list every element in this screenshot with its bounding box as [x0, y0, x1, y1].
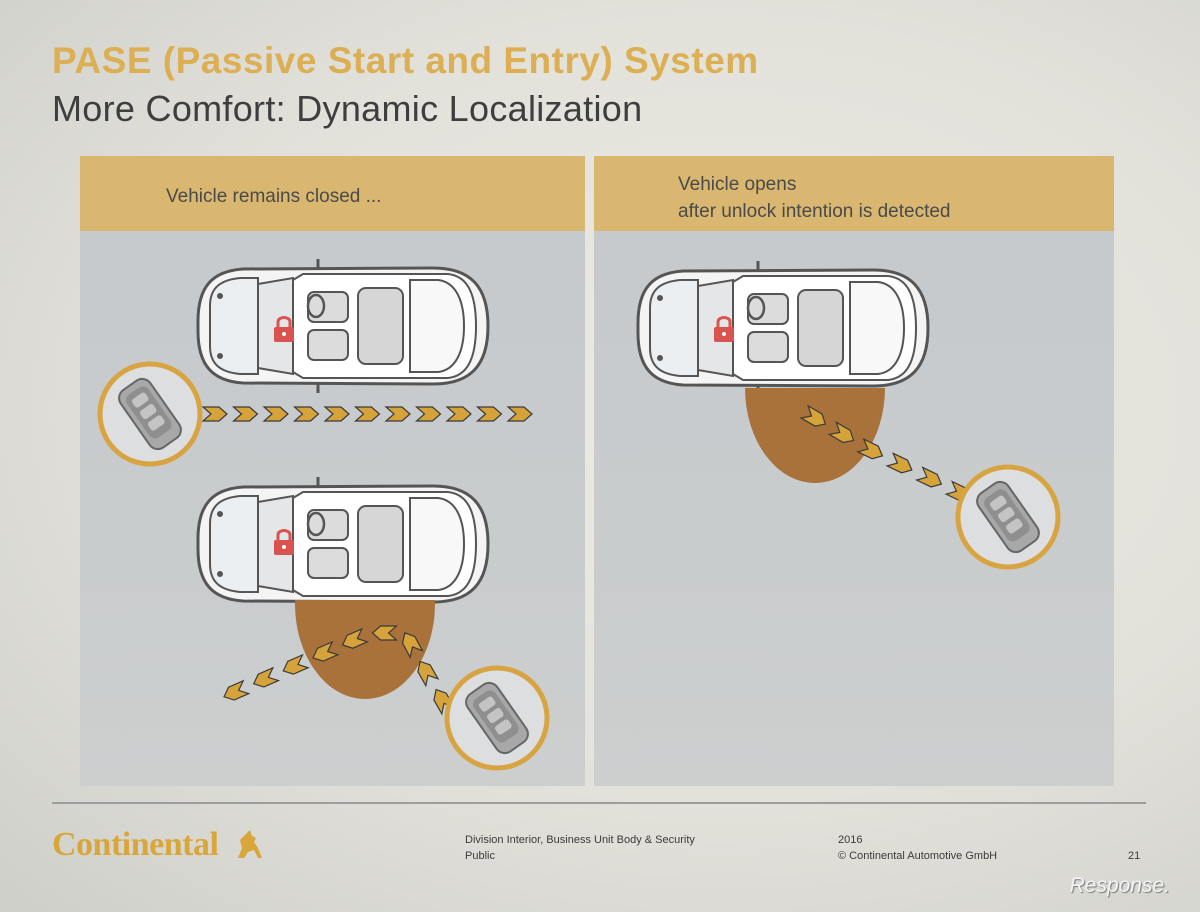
chevron-arrow [414, 406, 442, 422]
chevron-arrow [282, 653, 310, 675]
left-panel-header-text: Vehicle remains closed ... [166, 186, 382, 207]
chevron-arrow [341, 627, 370, 649]
chevron-arrow [262, 406, 289, 422]
car-key-fob-icon [100, 364, 200, 464]
chevron-arrow [401, 632, 424, 659]
chevron-arrow [201, 406, 228, 422]
chevron-arrow [856, 437, 884, 460]
chevron-arrow [371, 625, 399, 641]
chevron-arrow [885, 452, 913, 474]
response-watermark: Response. [1069, 874, 1170, 897]
continental-logo: Continental [52, 826, 219, 863]
chevron-arrow [384, 406, 411, 422]
continental-horse-logo-icon [238, 830, 262, 858]
right-panel-header-line2: after unlock intention is detected [678, 201, 951, 222]
chevron-arrow [252, 666, 281, 688]
chevron-arrow [445, 406, 472, 422]
chevron-arrow [433, 688, 456, 716]
chevron-arrow [231, 406, 259, 422]
chevron-arrow [292, 406, 320, 422]
slide-subtitle: More Comfort: Dynamic Localization [52, 88, 643, 129]
car-key-fob-icon [447, 668, 547, 768]
footer-page-number: 21 [1128, 850, 1141, 862]
footer-divider [52, 802, 1146, 804]
detection-zone-right [745, 388, 885, 483]
car-top-view-left-lower [196, 475, 490, 613]
detection-zone-left-fill [295, 604, 435, 699]
chevron-arrow [799, 404, 827, 427]
slide-title: PASE (Passive Start and Entry) System [52, 40, 759, 81]
chevron-arrow [475, 406, 503, 422]
footer-copyright: © Continental Automotive GmbH [838, 850, 998, 862]
chevron-arrow [506, 406, 533, 422]
footer-year: 2016 [838, 834, 863, 846]
right-panel-header-line1: Vehicle opens [678, 174, 797, 195]
car-top-view-left-upper [196, 257, 490, 395]
chevron-arrow [323, 406, 350, 422]
footer-classification: Public [465, 850, 495, 862]
car-key-fob-icon [958, 467, 1058, 567]
footer-division: Division Interior, Business Unit Body & … [465, 834, 695, 846]
chevron-arrow [223, 679, 251, 701]
chevron-arrow [353, 406, 381, 422]
left-panel-header: Vehicle remains closed ... [80, 156, 585, 231]
chevron-arrow [417, 660, 440, 688]
car-top-view-right [636, 259, 930, 397]
signal-chevrons-upper [201, 406, 533, 422]
chevron-arrow [827, 420, 855, 444]
chevron-arrow [312, 640, 340, 662]
chevron-arrow [914, 466, 943, 488]
right-panel-header: Vehicle opens after unlock intention is … [594, 156, 1114, 231]
signal-chevrons-lower [223, 625, 456, 716]
